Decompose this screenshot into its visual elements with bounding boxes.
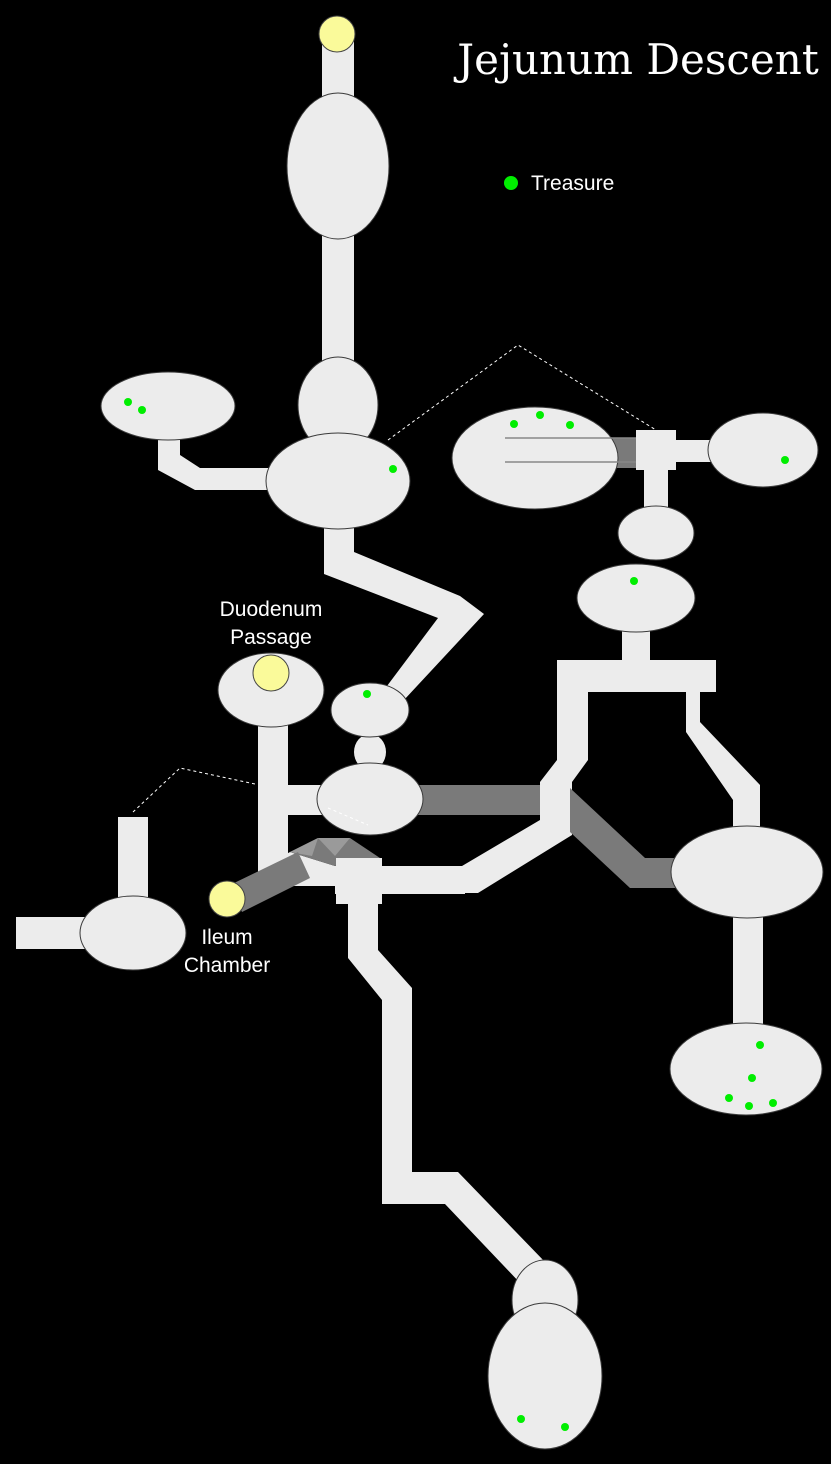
room-southeast-treasure xyxy=(669,1022,823,1116)
corridors xyxy=(16,30,763,1285)
label-duodenum-line1: Duodenum xyxy=(220,598,323,621)
junction-box-upper xyxy=(636,430,676,470)
corridor-spine-upper xyxy=(322,230,354,370)
treasure-dot xyxy=(745,1102,753,1110)
corridor-dark-ileum xyxy=(230,852,310,912)
room-west xyxy=(79,895,187,971)
label-ileum-line2: Chamber xyxy=(184,954,270,977)
room-middle xyxy=(316,762,424,836)
corridor-dark-middle xyxy=(418,785,540,815)
legend: Treasure xyxy=(504,172,614,195)
room-upper-left xyxy=(100,371,236,441)
stairs-step-b xyxy=(290,838,318,856)
treasure-dot xyxy=(389,465,397,473)
legend-treasure-label: Treasure xyxy=(531,172,614,195)
label-ileum-line1: Ileum xyxy=(201,926,252,949)
treasure-dot xyxy=(748,1074,756,1082)
treasures xyxy=(124,398,789,1431)
treasure-dot xyxy=(510,420,518,428)
legend-treasure-icon xyxy=(504,176,518,190)
corridor-west-exit xyxy=(16,917,90,949)
corridor-junction-down xyxy=(644,468,668,508)
room-right-small xyxy=(617,505,695,561)
entrance-north-marker xyxy=(318,15,356,53)
corridor-east-down xyxy=(733,905,763,1035)
corridor-fork-left-leg xyxy=(462,760,572,893)
entrances xyxy=(208,15,356,918)
treasure-dot xyxy=(561,1423,569,1431)
corridor-right-fork xyxy=(557,660,760,830)
corridor-west-up-stub xyxy=(118,817,148,907)
rooms xyxy=(79,92,824,1450)
corridor-dark-diagonal xyxy=(570,788,680,888)
corridor-duodenum-stem xyxy=(258,720,288,880)
corridor-left-branch xyxy=(158,430,270,490)
label-duodenum-line2: Passage xyxy=(230,626,312,649)
room-small-mid xyxy=(330,682,410,738)
corridor-to-east-room xyxy=(675,440,715,462)
corridor-node-small xyxy=(354,734,386,770)
treasure-dot xyxy=(769,1099,777,1107)
room-right-oval xyxy=(576,563,696,633)
treasure-dot xyxy=(536,411,544,419)
treasure-hall-rails xyxy=(505,437,636,463)
secret-passages xyxy=(132,344,657,826)
treasure-dot xyxy=(781,456,789,464)
treasure-dot xyxy=(756,1041,764,1049)
corridor-zigzag xyxy=(324,520,484,700)
corridor-south-long xyxy=(348,904,412,1172)
room-east-upper xyxy=(707,412,819,488)
room-central-hub xyxy=(265,432,411,530)
room-south-large xyxy=(487,1302,603,1450)
room-east-large xyxy=(670,825,824,919)
corridor-south-diagonal xyxy=(382,1172,545,1285)
junction-box-lower xyxy=(336,858,382,904)
treasure-dot xyxy=(138,406,146,414)
treasure-dot xyxy=(363,690,371,698)
treasure-dot xyxy=(517,1415,525,1423)
stairs-step-a xyxy=(318,838,350,856)
room-north-oval xyxy=(286,92,390,240)
entrance-ileum-marker xyxy=(208,880,246,918)
entrance-duodenum-marker xyxy=(252,654,290,692)
treasure-dot xyxy=(725,1094,733,1102)
treasure-dot xyxy=(566,421,574,429)
treasure-dot xyxy=(124,398,132,406)
secret-passage-middle xyxy=(327,807,369,826)
room-treasure-hall xyxy=(451,406,619,510)
map-title: Jejunum Descent xyxy=(453,35,819,84)
corridor-right-stem xyxy=(622,628,650,664)
secret-passage-west xyxy=(132,767,256,813)
treasure-dot xyxy=(630,577,638,585)
